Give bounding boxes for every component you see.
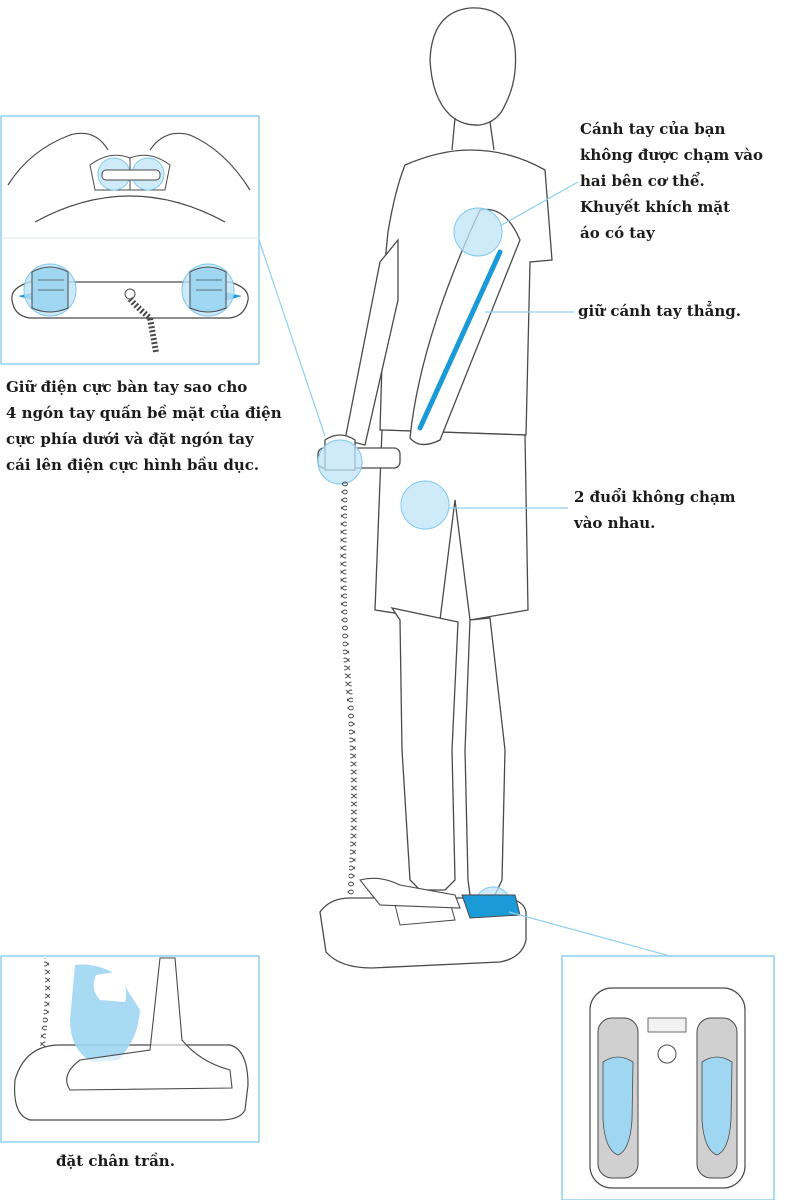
caption-hand-grip: Giữ điện cực bàn tay sao cho 4 ngón tay … bbox=[6, 378, 282, 474]
caption-keep-arm-straight: giữ cánh tay thẳng. bbox=[578, 302, 741, 320]
caption-arm-not-touch: Cánh tay của bạn không được chạm vào hai… bbox=[580, 120, 763, 242]
straight-arm-indicator bbox=[417, 249, 503, 431]
legs-gap-highlight bbox=[400, 480, 450, 530]
arm-contact-highlight bbox=[453, 207, 503, 257]
caption-barefoot: đặt chân trần. bbox=[56, 1152, 175, 1170]
callout-lines bbox=[258, 181, 671, 957]
footprint-inset bbox=[561, 955, 775, 1200]
hand-grip-highlight bbox=[317, 439, 363, 485]
barefoot-inset bbox=[0, 955, 260, 1143]
caption-legs-not-touch: 2 đuổi không chạm vào nhau. bbox=[574, 488, 736, 532]
scale-platform bbox=[319, 877, 527, 969]
cable-coil bbox=[340, 479, 357, 901]
hand-electrode-inset bbox=[0, 115, 260, 365]
